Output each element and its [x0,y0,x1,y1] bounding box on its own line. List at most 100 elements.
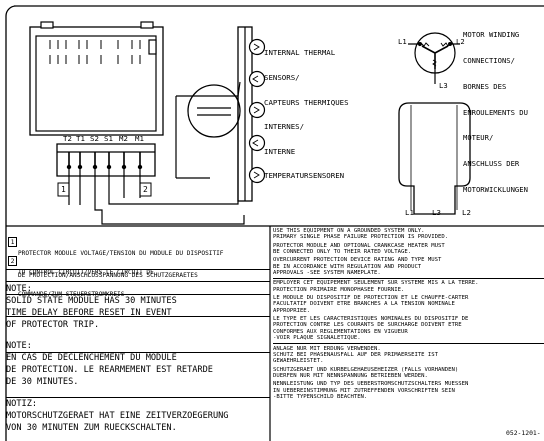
terminal-label-m1: M1 [135,134,144,143]
motor-label-line: MOTORWICKLUNGEN [463,184,528,194]
note-line: TIME DELAY BEFORE RESET IN EVENT [6,308,172,318]
note-english: NOTE: SOLID STATE MODULE HAS 30 MINUTES … [6,283,177,331]
warning-line: EMPLOYER CET EQUIPEMENT SEULEMENT SUR SY… [273,280,479,287]
motor-label-line: BORNES DES [463,81,507,91]
warning-block: LE MODULE DU DISPOSITIF DE PROTECTION ET… [273,295,544,314]
warning-line: PRIMARY SINGLE PHASE FAILURE PROTECTION … [273,234,449,241]
warning-line: LE MODULE DU DISPOSITIF DE PROTECTION ET… [273,295,469,302]
warning-block-french: EMPLOYER CET EQUIPEMENT SEULEMENT SUR SY… [273,278,544,293]
motor-winding [408,32,460,84]
legend-box-one: 1 [8,237,17,247]
warning-line: LE TYPE ET LES CARACTERISTIQUES NOMINALE… [273,316,469,323]
note-german: NOTIZ: MOTORSCHUTZGERAET HAT EINE ZEITVE… [6,398,228,434]
note-line: DE 30 MINUTES. [6,377,79,387]
warning-line: PROTECTION PRIMAIRE MONOPHASEE FOURNIE. [273,286,405,293]
sensor-label-line: INTERNES/ [264,122,305,132]
warning-line: DUERFEN NUR MIT NENNSPANNUNG BETRIEBEN W… [273,373,428,380]
winding-label-l1: L1 [398,37,407,46]
warning-line: SCHUTZGERAET UND KURBELGEHAEUSEHEIZER (F… [273,366,459,373]
compressor-terminal-box [398,102,471,215]
sensor-label-line: TEMPERATURSENSOREN [264,171,345,181]
warning-line: CONFORMES AUX REGLEMENTATIONS EN VIGUEUR [273,328,408,335]
note-heading: NOTE: [6,284,32,294]
divider [6,352,270,353]
divider [6,269,270,270]
warning-line: BE CONNECTED ONLY TO THEIR RATED VOLTAGE… [273,249,412,256]
sensor-cable-bubble [175,81,241,179]
terminal-strip [56,143,156,177]
motor-label-line: ANSCHLUSS DER [463,159,520,169]
warning-block-german: ANLAGE NUR MIT ERDUNG VERWENDEN. SCHUTZ … [273,343,544,364]
sensor-label-line: CAPTEURS THERMIQUES [264,97,349,107]
terminal-label-s1: S1 [104,134,113,143]
motor-label-line: MOTEUR/ [463,133,494,143]
warning-line: FACULTATIF DOIVENT ETRE BRANCHES A LA TE… [273,301,455,308]
divider [6,294,270,295]
warning-block: OVERCURRENT PROTECTION DEVICE RATING AND… [273,257,544,276]
winding-label-l3: L3 [439,81,448,90]
warning-line: GEWAEHRLEISTET. [273,358,324,365]
callout-two: 2 [143,185,148,194]
note-line: MOTORSCHUTZGERAET HAT EINE ZEITVERZOEGER… [6,411,229,421]
legend-box-two: 2 [8,256,17,266]
warning-line: PROTECTION CONTRE LES COURANTS DE SURCHA… [273,322,462,329]
sensor-label-line: INTERNE [264,146,296,156]
warning-line: APPROVALS -SEE SYSTEM NAMEPLATE. [273,270,381,277]
sensor-label: INTERNAL THERMAL SENSORS/ CAPTEURS THERM… [264,33,349,197]
warning-line: BE IN ACCORDANCE WITH REGULATION AND PRO… [273,263,422,270]
motor-label-line: MOTOR WINDING [463,30,520,40]
note-heading: NOTE: [6,341,32,351]
sensor-label-line: INTERNAL THERMAL [264,48,336,58]
warning-line: ANLAGE NUR MIT ERDUNG VERWENDEN. [273,345,381,352]
protector-module [29,21,164,136]
divider [6,281,270,282]
warnings-panel: USE THIS EQUIPMENT ON A GROUNDED SYSTEM … [273,228,544,401]
terminal-label-t1: T1 [76,134,85,143]
winding-label-l2: L2 [456,37,465,46]
note-french: NOTE: EN CAS DE DECLENCHEMENT DU MODULE … [6,340,213,388]
note-line: SOLID STATE MODULE HAS 30 MINUTES [6,296,177,306]
warning-block: USE THIS EQUIPMENT ON A GROUNDED SYSTEM … [273,228,544,241]
warning-line: NENNLEISTUNG UND TYP DES UEBERSTROMSCHUT… [273,381,469,388]
warning-block: NENNLEISTUNG UND TYP DES UEBERSTROMSCHUT… [273,381,544,400]
warning-block: LE TYPE ET LES CARACTERISTIQUES NOMINALE… [273,316,544,342]
sheet-border [5,5,544,441]
warning-line: APPROPRIEE. [273,307,311,314]
terminal-label-s2: S2 [90,134,99,143]
warning-block: SCHUTZGERAET UND KURBELGEHAEUSEHEIZER (F… [273,367,544,380]
note-line: OF PROTECTOR TRIP. [6,320,100,330]
terminal-label-m2: M2 [119,134,128,143]
drawing-number: 052-1201- [506,429,541,437]
lead-label-l1: L1 [405,208,414,217]
legend-rule [6,225,544,441]
note-line: VON 30 MINUTEN ZUM RUECKSCHALTEN. [6,423,177,433]
lead-label-l3: L3 [432,208,441,217]
terminal-label-t2: T2 [63,134,72,143]
note-heading: NOTIZ: [6,399,38,409]
motor-label-line: ENROULEMENTS DU [463,107,528,117]
divider [6,397,270,398]
warning-line: -VOIR PLAQUE SIGNALETIQUE. [273,335,361,342]
warning-line: -BITTE TYPENSCHILD BEACHTEN. [273,394,368,401]
sensor-label-line: SENSORS/ [264,73,300,83]
note-line: DE PROTECTION. LE REARMEMENT EST RETARDE [6,365,213,375]
note-line: EN CAS DE DECLENCHEMENT DU MODULE [6,353,177,363]
warning-line: USE THIS EQUIPMENT ON A GROUNDED SYSTEM … [273,228,425,234]
terminal-wires [57,95,245,225]
thermal-sensor-chain [237,26,266,202]
warning-line: SCHUTZ BEI PHASENAUSFALL AUF DER PRIMAER… [273,352,439,359]
warning-line: IN UEBEREINSTIMMUNG MIT ZUTREFFENDEN VOR… [273,387,455,394]
warning-block: PROTECTOR MODULE AND OPTIONAL CRANKCASE … [273,243,544,256]
legend-line: DE PROTECTION/ANSCHLUSSPANNUNG DES SCHUT… [18,272,198,280]
callout-one: 1 [61,185,66,194]
legend-item-one: PROTECTOR MODULE VOLTAGE/TENSION DU MODU… [18,236,223,294]
lead-label-l2: L2 [462,208,471,217]
motor-label: MOTOR WINDING CONNECTIONS/ BORNES DES EN… [463,14,528,212]
legend-line: TO CONTROL CIRCUIT/VERS LE CIRCUIT DE [18,269,154,277]
motor-label-line: CONNECTIONS/ [463,55,515,65]
warning-line: OVERCURRENT PROTECTION DEVICE RATING AND… [273,257,442,264]
warning-line: PROTECTOR MODULE AND OPTIONAL CRANKCASE … [273,242,445,249]
legend-line: PROTECTOR MODULE VOLTAGE/TENSION DU MODU… [18,250,224,258]
